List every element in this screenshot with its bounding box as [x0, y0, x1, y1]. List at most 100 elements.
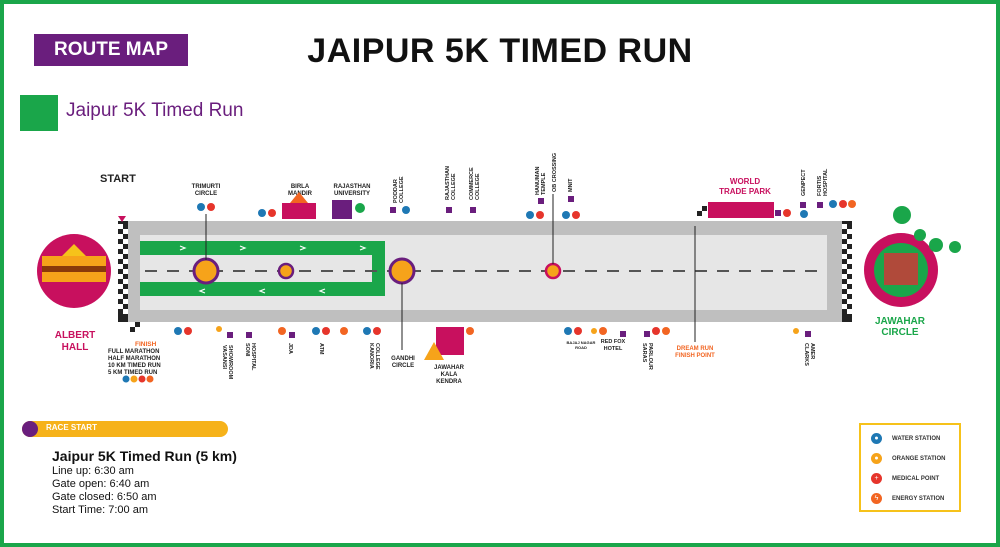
lineup-time: Line up: 6:30 am — [52, 465, 134, 477]
key-row-medical: + MEDICAL POINT — [871, 473, 939, 484]
clarks-label-1: CLARKS — [803, 343, 809, 366]
birla-label-1: BIRLA — [291, 184, 310, 190]
trimurti-label-2: CIRCLE — [195, 191, 217, 197]
redfox-label-2: HOTEL — [604, 346, 623, 352]
key-label-orange: ORANGE STATION — [892, 455, 946, 462]
wtp-label-1: WORLD — [730, 177, 760, 186]
finish-line-4: 5 KM TIMED RUN — [108, 370, 157, 376]
finish-line-3: 10 KM TIMED RUN — [108, 363, 161, 369]
commerce-icon — [470, 207, 476, 213]
clarks-label-2: AMER — [809, 343, 815, 359]
jawahar-label-1: JAWAHAR — [875, 316, 926, 327]
start-time: Start Time: 7:00 am — [52, 504, 148, 516]
water-icon: ● — [871, 433, 882, 444]
jkk-label-3: KENDRA — [436, 379, 462, 385]
ob-crossing-label: OB CROSSING — [552, 153, 558, 192]
bajaj-label-2: ROAD — [575, 345, 587, 350]
kanoria-label-1: KANORIA — [368, 343, 374, 369]
page-title: JAIPUR 5K TIMED RUN — [307, 32, 693, 70]
jkk-building-icon — [424, 327, 474, 360]
fortis-label-2: HOSPITAL — [823, 168, 829, 196]
rajuni-label-1: RAJASTHAN — [333, 184, 370, 190]
start-label: START — [100, 173, 136, 185]
kanoria-label-2: COLLEGE — [374, 343, 380, 370]
hanuman-label-1: HANUMAN — [535, 167, 541, 195]
key-label-water: WATER STATION — [892, 435, 941, 442]
key-label-energy: ENERGY STATION — [892, 495, 945, 502]
key-row-energy: ϟ ENERGY STATION — [871, 493, 944, 504]
clock-icon — [22, 421, 38, 437]
podar-icons — [390, 206, 410, 214]
start-flag-icon — [118, 216, 126, 222]
legend-swatch — [20, 95, 58, 131]
race-info-title: Jaipur 5K Timed Run (5 km) — [52, 448, 237, 464]
fortis-icons — [800, 200, 856, 218]
albert-hall-label-2: HALL — [62, 342, 89, 353]
trimurti-marker — [192, 257, 220, 285]
birla-station-icons — [258, 209, 276, 217]
birla-marker — [277, 262, 295, 280]
atm-label: ATM — [318, 343, 324, 355]
vasansi-label-2: SHOWROOM — [227, 345, 233, 380]
race-start-bar: RACE START — [22, 421, 228, 437]
genpect-label: GENPECT — [801, 169, 807, 196]
jkk-label-2: KALA — [441, 372, 458, 378]
end-checker-strip — [842, 221, 852, 322]
trimurti-label-1: TRIMURTI — [192, 184, 221, 190]
gandhi-marker — [388, 257, 416, 285]
start-checker-strip — [118, 221, 128, 322]
podar-label-1: PODDAR — [393, 179, 399, 203]
dream-label-2: FINISH POINT — [675, 353, 715, 359]
soni-label-2: HOSPITAL — [250, 343, 256, 371]
key-row-water: ● WATER STATION — [871, 433, 940, 444]
saras-label-2: PARLOUR — [647, 343, 653, 370]
jawahar-building-icon — [884, 253, 918, 285]
dream-label-1: DREAM RUN — [677, 346, 714, 352]
medical-icon: + — [871, 473, 882, 484]
jda-label: JDA — [287, 343, 293, 354]
bajaj-label-1: BAJAJ NAGAR — [567, 340, 596, 345]
route-map-badge: ROUTE MAP — [34, 34, 188, 66]
trimurti-station-icons — [197, 203, 215, 211]
bottom-right-icons — [564, 327, 811, 337]
saras-label-1: SARAS — [641, 343, 647, 363]
rajcol-label-1: RAJASTHAN — [445, 166, 451, 200]
finish-line-2: HALF MARATHON — [108, 356, 160, 362]
mnit-icons — [526, 196, 580, 219]
wtp-station-icons — [775, 209, 791, 217]
rajcol-icon — [446, 207, 452, 213]
vasansi-label-1: VASANSI — [221, 345, 227, 370]
legend-label: Jaipur 5K Timed Run — [66, 100, 244, 121]
energy-icon: ϟ — [871, 493, 882, 504]
green-route — [140, 241, 385, 296]
commerce-label-2: COLLEGE — [475, 173, 481, 200]
ob-crossing-marker — [544, 262, 562, 280]
key-label-medical: MEDICAL POINT — [892, 475, 940, 482]
jkk-label-1: JAWAHAR — [434, 365, 465, 371]
race-start-label: RACE START — [46, 423, 97, 432]
gate-open-time: Gate open: 6:40 am — [52, 478, 150, 490]
wtp-label-2: TRADE PARK — [719, 187, 771, 196]
rajuni-building-icon — [332, 200, 365, 219]
podar-label-2: COLLEGE — [399, 176, 405, 203]
orange-icon: ● — [871, 453, 882, 464]
jawahar-label-2: CIRCLE — [881, 327, 919, 338]
commerce-label-1: COMMERCE — [469, 167, 475, 200]
station-key: ● WATER STATION ● ORANGE STATION + MEDIC… — [859, 423, 961, 512]
redfox-label-1: RED FOX — [601, 339, 626, 345]
tree-icons — [893, 206, 961, 253]
key-row-orange: ● ORANGE STATION — [871, 453, 945, 464]
mnit-label: MNIT — [568, 178, 574, 192]
wtp-building-icon — [697, 202, 774, 218]
finish-station-icons — [122, 375, 154, 383]
birla-mandir-icon — [282, 192, 316, 219]
finish-title: FINISH — [135, 341, 157, 348]
gandhi-label-1: GANDHI — [391, 356, 415, 362]
hanuman-label-2: TEMPLE — [541, 172, 547, 195]
fortis-label-1: FORTIS — [817, 176, 823, 196]
finish-line-1: FULL MARATHON — [108, 349, 159, 355]
albert-hall-label-1: ALBERT — [55, 330, 96, 341]
rajcol-label-2: COLLEGE — [451, 173, 457, 200]
